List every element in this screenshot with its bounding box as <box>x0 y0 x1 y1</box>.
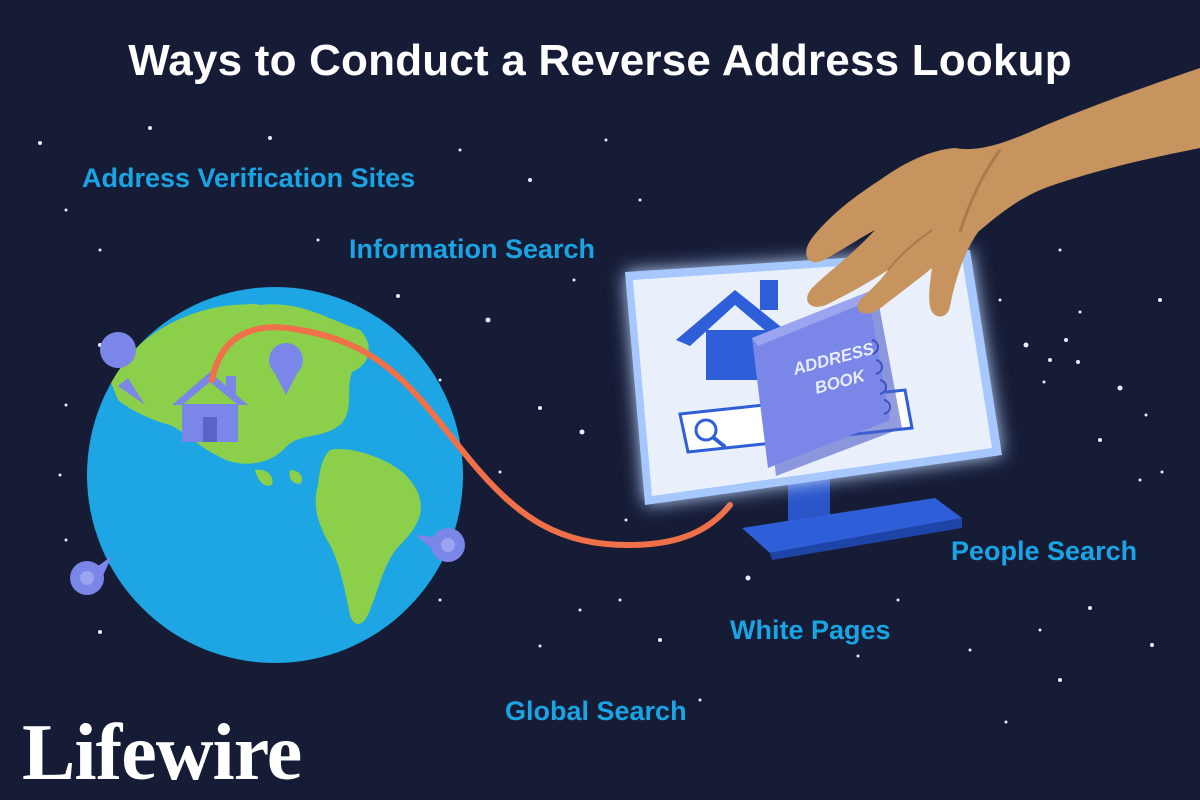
star-icon <box>1064 338 1068 342</box>
star-icon <box>38 141 42 145</box>
lifewire-logo: Lifewire <box>22 709 302 797</box>
star-icon <box>896 598 900 602</box>
star-icon <box>64 403 68 407</box>
star-icon <box>528 178 532 182</box>
star-icon <box>998 298 1002 302</box>
star-icon <box>968 648 972 652</box>
star-icon <box>1004 720 1008 724</box>
star-icon <box>604 138 608 142</box>
star-icon <box>498 470 502 474</box>
star-icon <box>458 148 462 152</box>
star-icon <box>438 378 442 382</box>
star-icon <box>485 317 491 323</box>
star-icon <box>438 598 442 602</box>
map-pin-icon <box>415 528 465 562</box>
house-icon <box>172 372 248 442</box>
star-icon <box>148 126 152 130</box>
star-icon <box>624 518 628 522</box>
star-icon <box>268 136 272 140</box>
star-icon <box>64 538 68 542</box>
label-global-search: Global Search <box>505 696 687 726</box>
map-pin-icon <box>100 332 145 405</box>
hand-icon <box>806 68 1200 317</box>
star-icon <box>1117 385 1123 391</box>
page-title: Ways to Conduct a Reverse Address Lookup <box>128 36 1072 85</box>
star-icon <box>64 208 68 212</box>
label-information-search: Information Search <box>349 234 596 264</box>
star-icon <box>638 198 642 202</box>
star-icon <box>658 638 662 642</box>
star-icon <box>538 644 542 648</box>
map-pin-icon <box>70 556 112 595</box>
star-icon <box>98 248 102 252</box>
star-icon <box>578 608 582 612</box>
star-icon <box>1038 628 1042 632</box>
search-icon <box>694 418 726 448</box>
map-pin-icon <box>269 343 303 395</box>
star-icon <box>698 698 702 702</box>
star-icon <box>572 278 576 282</box>
star-icon <box>1042 380 1046 384</box>
star-icon <box>579 429 585 435</box>
star-icon <box>58 473 62 477</box>
label-white-pages: White Pages <box>730 615 891 645</box>
star-icon <box>1158 298 1162 302</box>
star-icon <box>618 598 622 602</box>
star-icon <box>1138 478 1142 482</box>
globe-icon <box>87 287 463 663</box>
label-people-search: People Search <box>951 536 1138 566</box>
star-icon <box>98 630 102 634</box>
star-icon <box>1144 413 1148 417</box>
star-icon <box>396 294 400 298</box>
star-field <box>38 126 1164 724</box>
address-book-icon: ADDRESS BOOK <box>752 292 902 476</box>
monitor-stand <box>742 470 962 560</box>
label-address-verification-sites: Address Verification Sites <box>82 163 416 193</box>
star-icon <box>1098 438 1102 442</box>
star-icon <box>1058 248 1062 252</box>
star-icon <box>1023 342 1029 348</box>
star-icon <box>1160 470 1164 474</box>
star-icon <box>1150 643 1154 647</box>
star-icon <box>745 575 751 581</box>
star-icon <box>1058 678 1062 682</box>
star-icon <box>856 654 860 658</box>
star-icon <box>1048 358 1052 362</box>
star-icon <box>1076 360 1080 364</box>
route-line <box>209 324 733 549</box>
star-icon <box>1088 606 1092 610</box>
star-icon <box>1078 310 1082 314</box>
star-icon <box>316 238 320 242</box>
star-icon <box>538 406 542 410</box>
